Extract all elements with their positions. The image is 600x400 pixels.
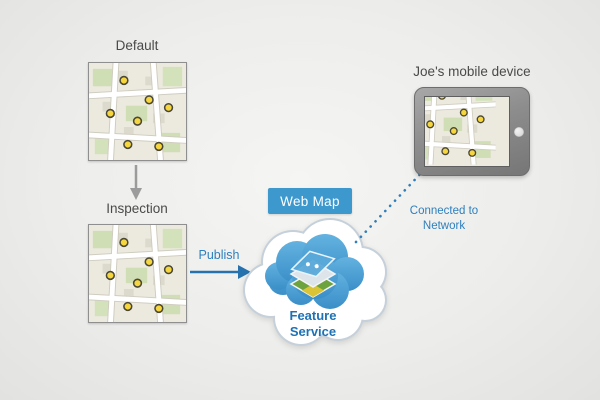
map-thumbnail <box>89 63 186 160</box>
home-button-icon <box>514 126 524 137</box>
publish-arrow-icon <box>190 265 251 279</box>
web-map-badge: Web Map <box>268 188 352 214</box>
down-arrow-icon <box>130 165 142 200</box>
publish-label: Publish <box>198 248 240 262</box>
cloud-icon <box>243 218 387 346</box>
inspection-map-label: Inspection <box>106 201 168 216</box>
default-map-thumbnail <box>88 62 187 161</box>
feature-service-label: Feature Service <box>289 308 337 340</box>
device-label: Joe's mobile device <box>413 64 531 79</box>
map-thumbnail <box>89 225 186 322</box>
connected-to-network-label: Connected to Network <box>409 205 479 232</box>
feature-layers-icon <box>289 250 337 298</box>
map-thumbnail <box>425 97 509 166</box>
network-connection-line <box>354 168 426 244</box>
inspection-map-thumbnail <box>88 224 187 323</box>
tablet-screen <box>424 96 510 167</box>
default-map-label: Default <box>115 38 159 53</box>
tablet-device-icon <box>414 87 530 176</box>
